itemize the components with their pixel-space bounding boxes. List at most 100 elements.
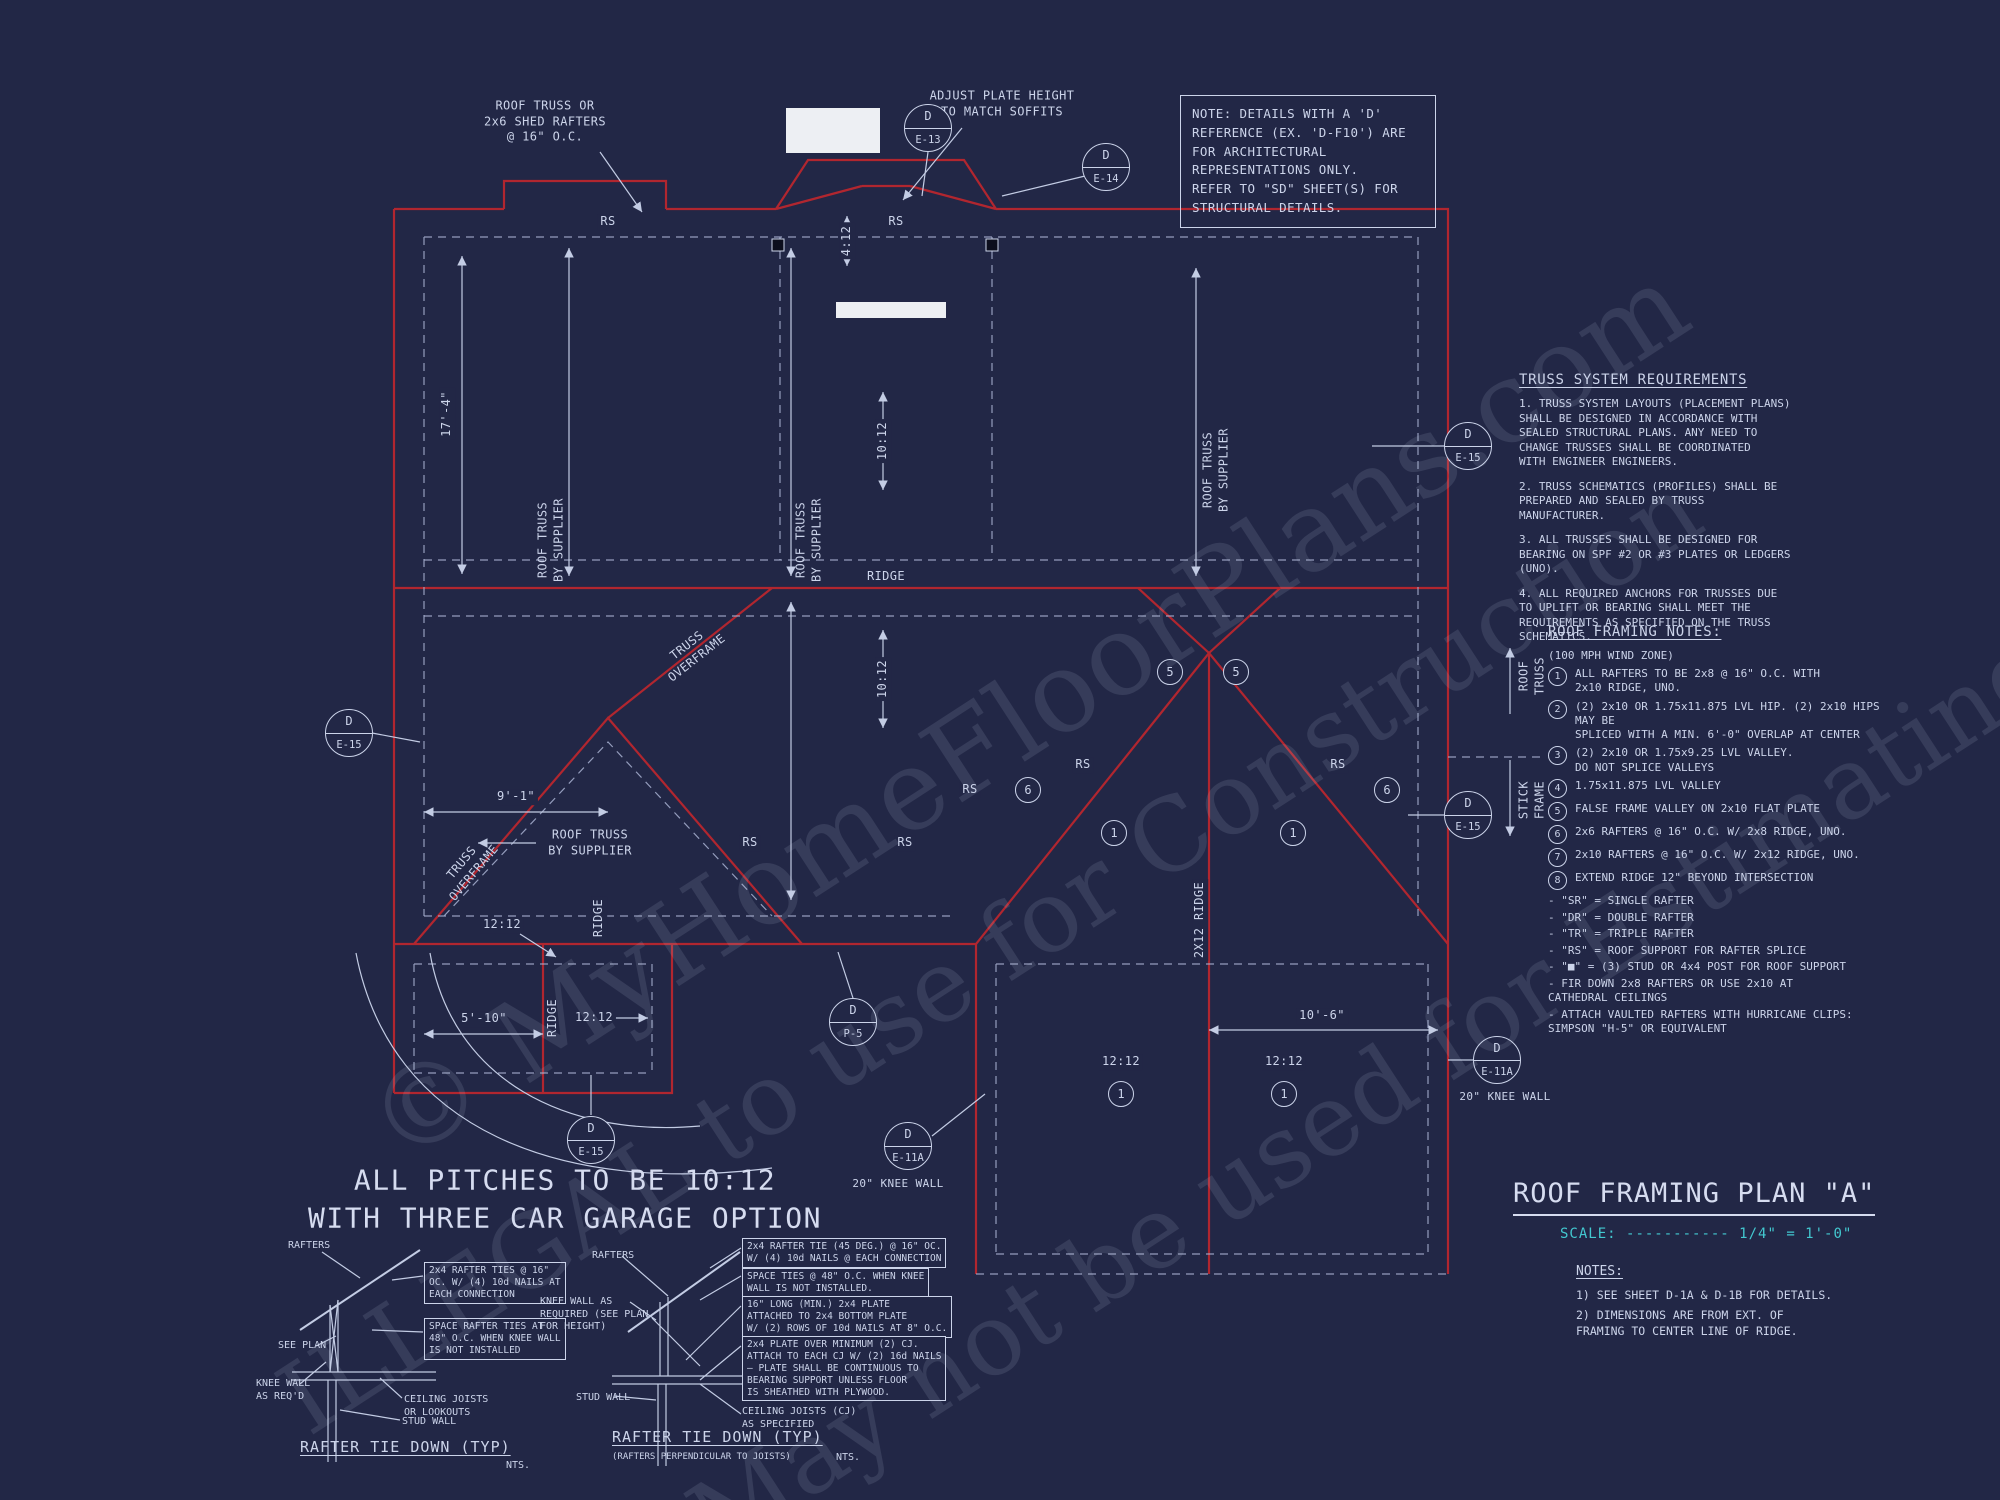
framing-legend-item: - "■" = (3) STUD OR 4x4 POST FOR ROOF SU… xyxy=(1548,960,1847,974)
scale-line: SCALE: ----------- 1/4" = 1'-0" xyxy=(1560,1226,1852,1242)
marker-code: E-13 xyxy=(915,133,941,146)
framing-note-item: 8 EXTEND RIDGE 12" BEYOND INTERSECTION xyxy=(1548,871,1883,891)
roof-truss-by-supplier-label: ROOF TRUSS BY SUPPLIER xyxy=(535,498,565,582)
pitch-option-note-line2: WITH THREE CAR GARAGE OPTION xyxy=(307,1201,823,1235)
pitch-4-12-label: 4:12 xyxy=(839,222,855,260)
truss-requirement-item: 3. ALL TRUSSES SHALL BE DESIGNED FOR BEA… xyxy=(1519,533,1791,576)
marker-letter: D xyxy=(830,999,876,1023)
framing-legend-item: - "DR" = DOUBLE RAFTER xyxy=(1548,910,1694,924)
framing-note-item: 7 2x10 RAFTERS @ 16" O.C. W/ 2x12 RIDGE,… xyxy=(1548,848,1883,868)
title-block-note: 2) DIMENSIONS ARE FROM EXT. OF FRAMING T… xyxy=(1576,1308,1798,1338)
rs-label: RS xyxy=(894,835,916,851)
callout-rafters: RAFTERS xyxy=(592,1250,635,1261)
rs-label: RS xyxy=(597,214,619,230)
rs-label: RS xyxy=(885,214,907,230)
pitch-12-12-label: 12:12 xyxy=(1261,1054,1307,1070)
roof-truss-by-supplier-label: ROOF TRUSS BY SUPPLIER xyxy=(793,498,823,582)
roof-outline-red xyxy=(392,158,1450,1274)
scale-label: SCALE: xyxy=(1560,1226,1617,1242)
marker-code: P-5 xyxy=(843,1027,863,1040)
framing-note-item: 6 2x6 RAFTERS @ 16" O.C. W/ 2x8 RIDGE, U… xyxy=(1548,825,1883,845)
detail-title-right: RAFTER TIE DOWN (TYP) xyxy=(612,1428,823,1446)
note-circle-6: 6 xyxy=(1374,777,1400,803)
knee-wall-label: 20" KNEE WALL xyxy=(852,1176,944,1190)
marker-letter: D xyxy=(1445,423,1491,447)
callout-see-plan: SEE PLAN xyxy=(278,1340,327,1351)
dimension-arrows xyxy=(424,127,1515,1039)
note-circle-1: 1 xyxy=(1101,820,1127,846)
pitch-option-note-line1: ALL PITCHES TO BE 10:12 xyxy=(353,1163,777,1197)
note-number-circle: 7 xyxy=(1548,848,1567,868)
callout-rafters: RAFTERS xyxy=(288,1240,331,1251)
marker-leader-lines xyxy=(371,151,1474,1137)
note-number-circle: 1 xyxy=(1548,667,1567,686)
detail-subtitle-right: (RAFTERS PERPENDICULAR TO JOISTS) xyxy=(612,1452,791,1462)
architectural-note-box: NOTE: DETAILS WITH A 'D' REFERENCE (EX. … xyxy=(1180,95,1436,228)
framing-note-item: 4 1.75x11.875 LVL VALLEY xyxy=(1548,779,1883,799)
callout-rafter-tie-45: 2x4 RAFTER TIE (45 DEG.) @ 16" OC. W/ (4… xyxy=(742,1238,947,1268)
pitch-12-12-label: 12:12 xyxy=(479,917,525,933)
marker-letter: D xyxy=(326,710,372,734)
dimension-9-1: 9'-1" xyxy=(493,789,539,805)
dimension-17-4: 17'-4" xyxy=(439,388,455,440)
ridge-2x12-label: 2X12 RIDGE xyxy=(1192,878,1208,962)
marker-letter: D xyxy=(885,1123,931,1147)
roof-truss-by-supplier-label: ROOF TRUSS BY SUPPLIER xyxy=(548,827,632,857)
callout-ceiling-joists: CEILING JOISTS (CJ) AS SPECIFIED xyxy=(742,1406,857,1430)
framing-note-item: 2 (2) 2x10 OR 1.75x11.875 LVL HIP. (2) 2… xyxy=(1548,699,1883,743)
detail-marker-e11a: D E-11A xyxy=(1473,1036,1521,1084)
ridge-label: RIDGE xyxy=(545,995,561,1041)
white-label-patch xyxy=(836,302,946,318)
driveway-arcs xyxy=(355,952,773,1175)
note-number-circle: 2 xyxy=(1548,699,1567,719)
callout-rafter-ties: 2x4 RAFTER TIES @ 16" OC. W/ (4) 10d NAI… xyxy=(424,1262,566,1304)
note-number-circle: 3 xyxy=(1548,746,1567,766)
framing-legend-item: - "TR" = TRIPLE RAFTER xyxy=(1548,927,1694,941)
scale-value: 1/4" = 1'-0" xyxy=(1739,1226,1853,1242)
sheet-title: ROOF FRAMING PLAN "A" xyxy=(1513,1178,1876,1216)
title-block-notes-title: NOTES: xyxy=(1576,1264,1623,1279)
rs-label: RS xyxy=(1327,757,1349,773)
marker-letter: D xyxy=(905,105,951,129)
note-number-circle: 8 xyxy=(1548,871,1567,891)
stick-frame-zone-label: STICK FRAME xyxy=(1516,780,1546,820)
note-circle-1: 1 xyxy=(1280,820,1306,846)
callout-ceiling-joists: CEILING JOISTS OR LOOKOUTS xyxy=(404,1394,489,1418)
pitch-12-12-label: 12:12 xyxy=(571,1010,617,1026)
marker-letter: D xyxy=(568,1117,614,1141)
marker-code: E-11A xyxy=(1481,1065,1513,1078)
callout-stud-wall: STUD WALL xyxy=(576,1392,631,1403)
callout-space-ties: SPACE RAFTER TIES AT 48" O.C. WHEN KNEE … xyxy=(424,1318,566,1360)
white-label-patch xyxy=(786,108,880,153)
framing-dashed-lines xyxy=(413,236,1545,1275)
truss-requirement-item: 4. ALL REQUIRED ANCHORS FOR TRUSSES DUE … xyxy=(1519,586,1778,644)
marker-code: E-15 xyxy=(578,1145,604,1158)
truss-system-requirements: TRUSS SYSTEM REQUIREMENTS 1. TRUSS SYSTE… xyxy=(1519,372,1819,655)
detail-marker-e11a: D E-11A xyxy=(884,1122,932,1170)
adjust-plate-callout: ADJUST PLATE HEIGHT TO MATCH SOFFITS xyxy=(929,88,1075,118)
truss-requirements-title: TRUSS SYSTEM REQUIREMENTS xyxy=(1519,372,1748,388)
truss-requirement-item: 1. TRUSS SYSTEM LAYOUTS (PLACEMENT PLANS… xyxy=(1519,397,1791,469)
truss-requirement-item: 2. TRUSS SCHEMATICS (PROFILES) SHALL BE … xyxy=(1519,479,1778,522)
note-number-circle: 5 xyxy=(1548,802,1567,822)
framing-legend-item: - ATTACH VAULTED RAFTERS WITH HURRICANE … xyxy=(1548,1007,1853,1036)
detail-marker-e13: D E-13 xyxy=(904,104,952,152)
roof-support-post-square xyxy=(771,238,785,252)
pitch-10-12-label: 10:12 xyxy=(875,418,891,464)
marker-letter: D xyxy=(1474,1037,1520,1061)
framing-note-item: 5 FALSE FRAME VALLEY ON 2x10 FLAT PLATE xyxy=(1548,802,1883,822)
marker-code: E-15 xyxy=(336,738,362,751)
detail-marker-e14: D E-14 xyxy=(1082,143,1130,191)
callout-space-ties: SPACE TIES @ 48" O.C. WHEN KNEE WALL IS … xyxy=(742,1268,930,1298)
marker-code: E-15 xyxy=(1455,820,1481,833)
rs-label: RS xyxy=(739,835,761,851)
roof-truss-zone-label: ROOF TRUSS xyxy=(1516,656,1546,696)
ridge-label: RIDGE xyxy=(591,895,607,941)
marker-code: E-15 xyxy=(1455,451,1481,464)
roof-framing-notes: ROOF FRAMING NOTES: (100 MPH WIND ZONE) … xyxy=(1548,624,1883,1039)
note-circle-5: 5 xyxy=(1223,659,1249,685)
framing-notes-title: ROOF FRAMING NOTES: xyxy=(1548,624,1722,640)
callout-knee-wall: KNEE WALL AS REQ'D xyxy=(256,1378,311,1402)
